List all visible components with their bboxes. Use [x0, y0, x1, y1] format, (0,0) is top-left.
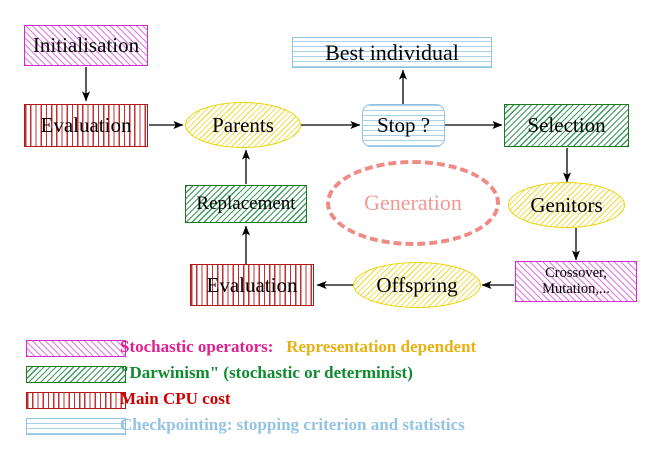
- node-initialisation-label: Initialisation: [32, 33, 140, 58]
- legend-text-stochastic: Stochastic operators: Representation dep…: [120, 337, 476, 357]
- node-selection-label: Selection: [527, 113, 606, 138]
- legend-text-stochastic-primary: Stochastic operators:: [120, 337, 274, 356]
- legend-text-cpu-cost: Main CPU cost: [120, 389, 231, 408]
- node-parents-label: Parents: [212, 112, 274, 137]
- node-evaluation-bottom[interactable]: Evaluation: [190, 264, 314, 306]
- node-parents[interactable]: Parents: [185, 102, 301, 148]
- legend-row-stochastic: Stochastic operators: Representation dep…: [0, 337, 662, 366]
- node-generation-label: Generation: [364, 190, 462, 215]
- legend-text-stochastic-secondary: Representation dependent: [273, 337, 477, 356]
- legend-swatch-magenta-diagonal-hatch: [26, 340, 126, 357]
- node-offspring-label: Offspring: [376, 272, 458, 297]
- node-replacement-label: Replacement: [196, 193, 296, 215]
- node-best-individual-label: Best individual: [325, 39, 459, 65]
- legend-row-cpu-cost: Main CPU cost: [0, 389, 662, 418]
- node-best-individual[interactable]: Best individual: [292, 37, 492, 68]
- node-crossover-mutation[interactable]: Crossover, Mutation,...: [515, 261, 637, 302]
- node-initialisation[interactable]: Initialisation: [24, 25, 148, 66]
- legend-row-checkpointing: Checkpointing: stopping criterion and st…: [0, 415, 662, 444]
- node-replacement[interactable]: Replacement: [185, 185, 307, 223]
- node-genitors-label: Genitors: [530, 192, 603, 217]
- node-stop[interactable]: Stop ?: [362, 104, 445, 147]
- legend-row-darwinism: "Darwinism" (stochastic or determinist): [0, 363, 662, 392]
- node-evaluation-top-label: Evaluation: [40, 113, 132, 138]
- legend-text-checkpointing: Checkpointing: stopping criterion and st…: [120, 415, 465, 434]
- legend-swatch-blue-horizontal-hatch: [26, 418, 126, 435]
- legend-swatch-red-vertical-hatch: [26, 392, 126, 409]
- node-crossover-mutation-label: Crossover, Mutation,...: [542, 265, 610, 297]
- node-stop-label: Stop ?: [376, 113, 431, 138]
- node-genitors[interactable]: Genitors: [508, 182, 625, 228]
- legend-text-darwinism: "Darwinism" (stochastic or determinist): [120, 363, 413, 382]
- node-offspring[interactable]: Offspring: [353, 262, 481, 308]
- node-evaluation-bottom-label: Evaluation: [206, 272, 298, 297]
- node-evaluation-top[interactable]: Evaluation: [24, 104, 148, 147]
- node-selection[interactable]: Selection: [504, 104, 629, 147]
- legend-swatch-green-diagonal-hatch: [26, 366, 126, 383]
- node-generation-grouping: Generation: [326, 160, 500, 246]
